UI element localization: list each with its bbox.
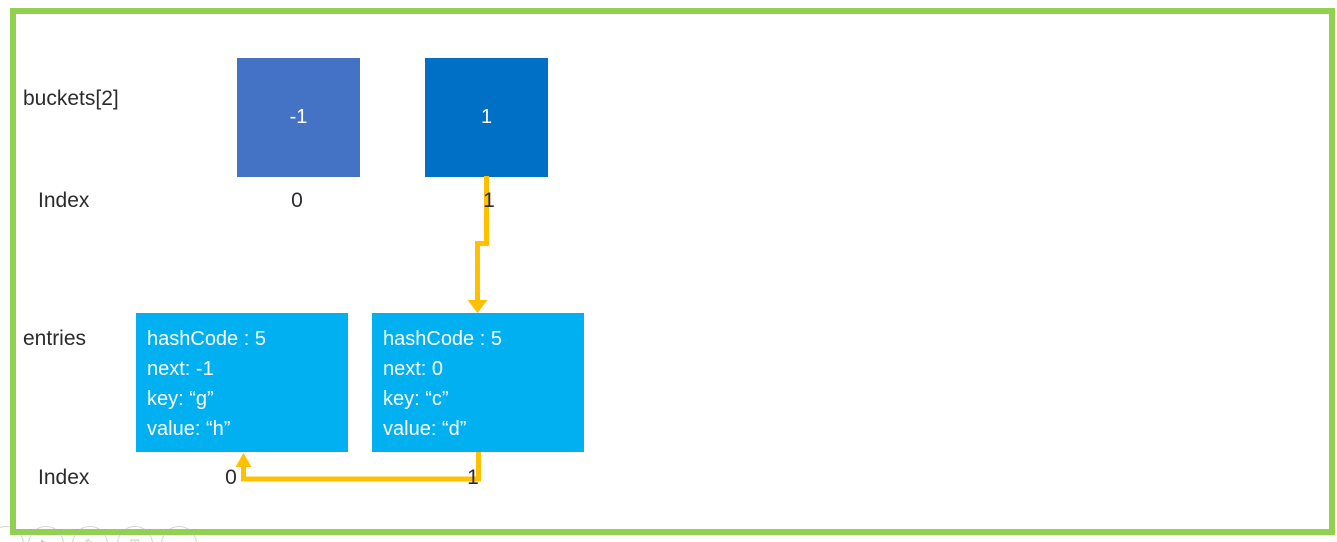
entry-index-1: 1 (467, 466, 479, 489)
entry1-value: value: “d” (383, 418, 467, 440)
entry1-next: next: 0 (383, 358, 444, 380)
bucket-cell-1: 1 (425, 58, 548, 177)
entry-cell-1: hashCode : 5 next: 0 key: “c” value: “d” (372, 313, 584, 452)
bucket-value-0: -1 (289, 106, 308, 128)
entry1-key: key: “c” (383, 388, 449, 410)
ellipsis-glyph: ⋯ (173, 536, 186, 542)
entry0-value: value: “h” (147, 418, 231, 440)
bucket-index-1: 1 (483, 189, 495, 212)
buckets-label: buckets[2] (23, 87, 119, 110)
bucket-index-0: 0 (291, 189, 303, 212)
slide-border-frame (10, 8, 1335, 535)
entries-label: entries (23, 327, 87, 350)
entry1-hashcode: hashCode : 5 (383, 328, 502, 350)
entries-index-label: Index (38, 466, 90, 489)
buckets-index-label: Index (38, 189, 90, 212)
bucket-cell-0: -1 (237, 58, 360, 177)
entry0-hashcode: hashCode : 5 (147, 328, 266, 350)
play-glyph: ▶ (41, 536, 51, 542)
entry-cell-0: hashCode : 5 next: -1 key: “g” value: “h… (136, 313, 348, 452)
pencil-glyph: ✎ (85, 536, 96, 542)
entry0-next: next: -1 (147, 358, 214, 380)
grid-glyph: ⊞ (130, 536, 141, 542)
bucket-value-1: 1 (480, 106, 493, 128)
entry0-key: key: “g” (147, 388, 214, 410)
entry-index-0: 0 (225, 466, 237, 489)
